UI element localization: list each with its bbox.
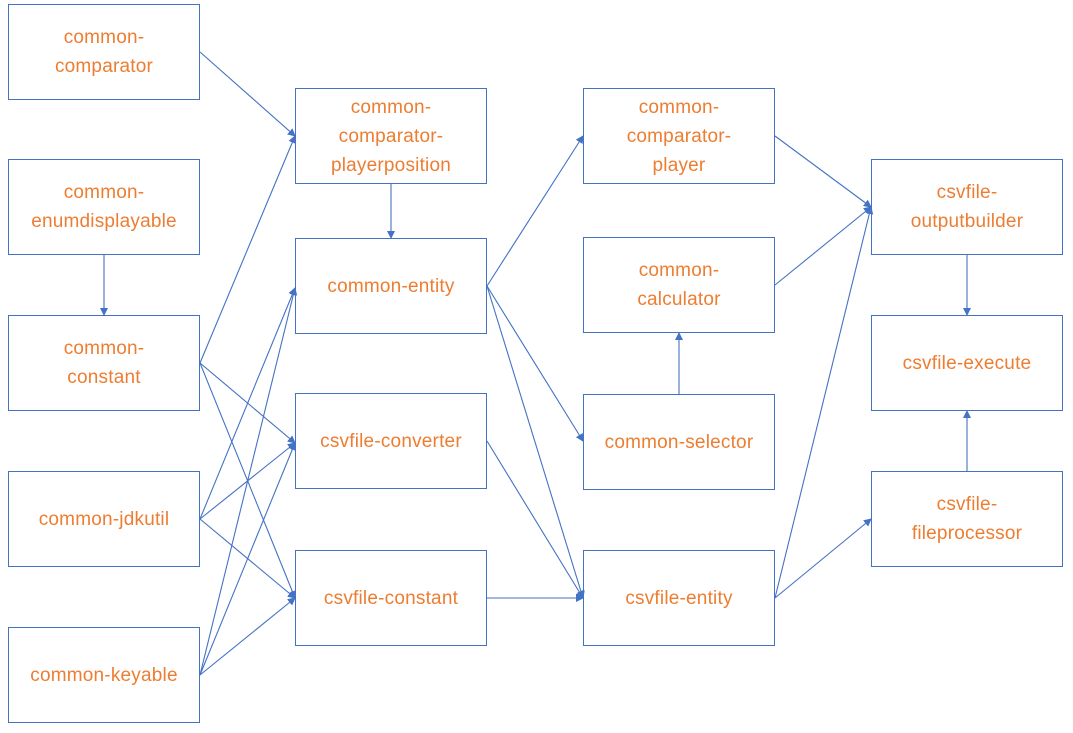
node-common-comparator-player: common- comparator- player bbox=[583, 88, 775, 184]
node-label: common-keyable bbox=[30, 664, 178, 686]
node-common-keyable: common-keyable bbox=[8, 627, 200, 723]
node-csvfile-entity: csvfile-entity bbox=[583, 550, 775, 646]
node-csvfile-converter: csvfile-converter bbox=[295, 393, 487, 489]
node-csvfile-constant: csvfile-constant bbox=[295, 550, 487, 646]
node-csvfile-fileprocessor: csvfile- fileprocessor bbox=[871, 471, 1063, 567]
node-label: common- comparator bbox=[54, 27, 154, 77]
edge-constant-to-csvconstant bbox=[199, 362, 297, 599]
node-label: common-jdkutil bbox=[38, 508, 170, 530]
node-label: csvfile-constant bbox=[323, 587, 459, 609]
node-label: common- constant bbox=[63, 338, 145, 388]
edge-entity-to-selector bbox=[486, 285, 584, 442]
node-label: csvfile- outputbuilder bbox=[910, 182, 1024, 232]
edge-comparator-player-to-outputbuilder bbox=[774, 135, 872, 208]
node-common-constant: common- constant bbox=[8, 315, 200, 411]
edge-jdkutil-to-converter bbox=[199, 442, 296, 520]
edge-entity-to-comparator-player bbox=[486, 135, 584, 287]
node-label: common-selector bbox=[604, 431, 754, 453]
edge-calculator-to-outputbuilder bbox=[774, 206, 872, 286]
node-label: common- calculator bbox=[637, 260, 721, 310]
edge-keyable-to-converter bbox=[199, 442, 297, 676]
node-label: csvfile-execute bbox=[902, 352, 1032, 374]
edge-keyable-to-csvconstant bbox=[199, 597, 296, 676]
node-label: common- enumdisplayable bbox=[31, 182, 177, 232]
edge-constant-to-playerposition bbox=[199, 135, 296, 364]
node-label: csvfile-converter bbox=[320, 430, 462, 452]
edge-jdkutil-to-csvconstant bbox=[199, 518, 296, 599]
node-common-comparator: common- comparator bbox=[8, 4, 200, 100]
edge-converter-to-csvfile-entity bbox=[486, 440, 584, 599]
node-common-entity: common-entity bbox=[295, 238, 487, 334]
node-label: csvfile- fileprocessor bbox=[911, 494, 1023, 544]
node-common-enumdisplayable: common- enumdisplayable bbox=[8, 159, 200, 255]
edge-csvfile-entity-to-outputbuilder bbox=[774, 206, 874, 599]
edge-constant-to-converter bbox=[199, 362, 296, 444]
edge-entity-to-csvfile-entity bbox=[486, 285, 585, 599]
node-label: common-entity bbox=[327, 275, 455, 297]
edge-csvfile-entity-to-fileprocessor bbox=[774, 518, 872, 599]
node-common-jdkutil: common-jdkutil bbox=[8, 471, 200, 567]
edge-keyable-to-entity bbox=[199, 287, 298, 676]
edge-jdkutil-to-entity bbox=[199, 287, 297, 520]
node-label: common- comparator- player bbox=[626, 96, 732, 176]
node-common-selector: common-selector bbox=[583, 394, 775, 490]
node-label: common- comparator- playerposition bbox=[330, 96, 452, 176]
node-csvfile-outputbuilder: csvfile- outputbuilder bbox=[871, 159, 1063, 255]
node-common-comparator-playerposition: common- comparator- playerposition bbox=[295, 88, 487, 184]
node-label: csvfile-entity bbox=[625, 587, 733, 609]
node-csvfile-execute: csvfile-execute bbox=[871, 315, 1063, 411]
edge-comparator-to-playerposition bbox=[199, 51, 296, 137]
node-common-calculator: common- calculator bbox=[583, 237, 775, 333]
